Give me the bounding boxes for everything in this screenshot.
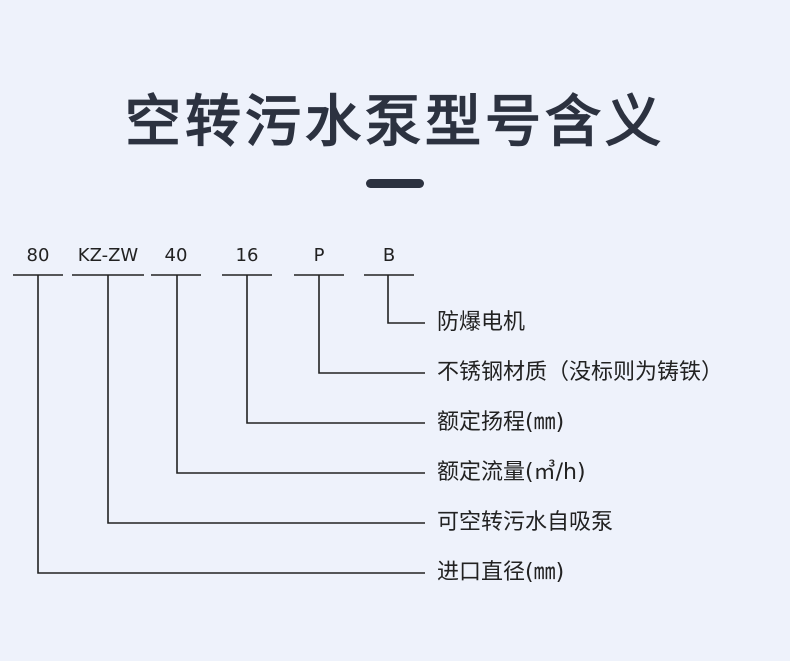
connector-p <box>318 275 425 374</box>
code-rated-flow: 40 <box>164 245 188 266</box>
code-pump-series: KZ-ZW <box>77 245 139 266</box>
desc-stainless-material: 不锈钢材质（没标则为铸铁） <box>437 360 724 385</box>
code-rated-head: 16 <box>235 245 259 266</box>
page-title: 空转污水泵型号含义 <box>125 90 665 155</box>
desc-rated-flow: 额定流量(㎥/h) <box>437 460 586 485</box>
title-underline-bar <box>366 179 424 188</box>
connector-80 <box>37 275 425 574</box>
connector-b <box>387 275 425 324</box>
connector-kz-zw <box>107 275 425 524</box>
connector-16 <box>246 275 425 424</box>
code-material: P <box>313 245 325 266</box>
desc-inlet-diameter: 进口直径(㎜) <box>437 560 565 585</box>
desc-pump-type: 可空转污水自吸泵 <box>437 510 614 535</box>
connector-40 <box>176 275 425 474</box>
code-inlet-diameter: 80 <box>26 245 50 266</box>
desc-explosion-proof-motor: 防爆电机 <box>437 310 526 335</box>
desc-rated-head: 额定扬程(㎜) <box>437 410 565 435</box>
code-motor: B <box>382 245 396 266</box>
